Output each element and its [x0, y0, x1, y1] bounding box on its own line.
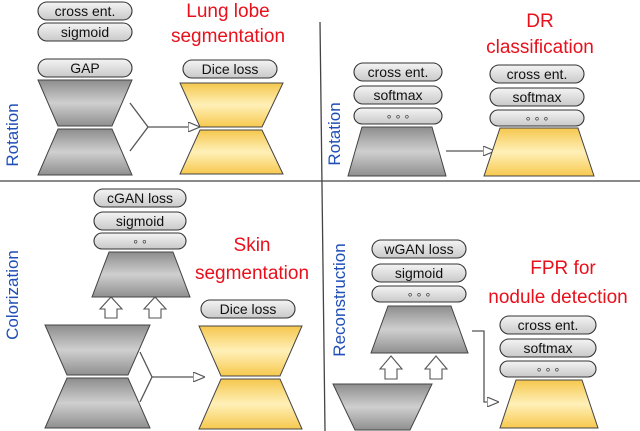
up-arrow-icon	[378, 355, 404, 380]
panel-top-left: Rotation cross ent. sigmoid GAP Lung lob…	[3, 1, 285, 176]
up-arrow-icon	[142, 296, 168, 319]
task-title-line: classification	[486, 37, 594, 58]
decoder-block	[179, 129, 284, 175]
head-layer-label: sigmoid	[116, 213, 164, 229]
head-layer-label: cross ent.	[55, 3, 116, 19]
head-layer-pill: GAP	[37, 58, 133, 78]
task-title-line: FPR for	[530, 258, 596, 279]
task-title-line: segmentation	[171, 26, 285, 47]
decoder-layer-label: softmax	[523, 340, 572, 356]
encoder-block	[37, 128, 133, 176]
decoder-block	[499, 379, 599, 429]
decoder-layer-pill: softmax	[489, 87, 585, 107]
pretext-label: Rotation	[325, 102, 344, 165]
decoder-layer-label: Dice loss	[202, 61, 259, 77]
decoder-layer-label: ◦ ◦ ◦	[537, 361, 560, 377]
connection-arrow	[129, 102, 149, 152]
head-layer-label: softmax	[373, 87, 422, 103]
head-layer-pill: sigmoid	[93, 211, 187, 231]
connection-arrow	[139, 351, 153, 403]
head-layer-pill: wGAN loss	[371, 239, 467, 259]
task-title-line: DR	[526, 11, 553, 32]
encoder-block	[37, 79, 133, 127]
decoder-block	[179, 82, 284, 128]
divider-vertical	[319, 21, 326, 431]
head-layer-pill: ◦ ◦	[93, 232, 187, 250]
decoder-layer-label: cross ent.	[518, 317, 579, 333]
task-title-line: Skin	[234, 235, 271, 256]
head-layer-pill: sigmoid	[371, 263, 467, 283]
encoder-block	[332, 383, 433, 431]
decoder-layer-label: softmax	[512, 89, 561, 105]
decoder-layer-label: cross ent.	[507, 66, 568, 82]
decoder-block	[198, 378, 303, 430]
pretext-label: Rotation	[3, 103, 22, 166]
decoder-layer-pill: ◦ ◦ ◦	[499, 360, 597, 378]
decoder-layer-pill: Dice loss	[200, 299, 296, 319]
head-layer-pill: ◦ ◦ ◦	[371, 285, 467, 303]
head-layer-pill: sigmoid	[37, 22, 133, 42]
pretext-label: Colorization	[3, 250, 22, 340]
task-title-line: Lung lobe	[186, 1, 269, 22]
panel-bottom-right: Reconstruction wGAN loss sigmoid ◦ ◦ ◦ F…	[330, 239, 628, 431]
head-layer-label: wGAN loss	[383, 241, 453, 257]
up-arrow-icon	[423, 355, 449, 380]
head-layer-label: sigmoid	[61, 24, 109, 40]
decoder-block	[198, 325, 303, 377]
encoder-block	[44, 377, 151, 429]
decoder-layer-label: ◦ ◦ ◦	[526, 110, 549, 126]
decoder-layer-pill: cross ent.	[489, 64, 585, 84]
task-title-line: nodule detection	[488, 287, 627, 308]
decoder-block	[483, 127, 595, 177]
task-title-line: segmentation	[195, 263, 309, 284]
head-layer-label: ◦ ◦	[133, 233, 147, 249]
head-layer-pill: cGAN loss	[93, 188, 187, 208]
encoder-block	[44, 324, 151, 376]
head-layer-pill: cross ent.	[353, 62, 443, 82]
up-arrow-icon	[98, 296, 124, 319]
decoder-layer-pill: ◦ ◦ ◦	[489, 109, 585, 127]
decoder-layer-pill: Dice loss	[182, 59, 278, 79]
pretext-label: Reconstruction	[330, 243, 349, 356]
panel-bottom-left: Colorization cGAN loss sigmoid ◦ ◦ Skin …	[3, 188, 309, 430]
encoder-block	[347, 126, 447, 177]
encoder-block	[91, 251, 191, 298]
head-layer-pill: cross ent.	[37, 1, 133, 21]
head-layer-label: sigmoid	[395, 265, 443, 281]
connection-arrow	[472, 330, 498, 402]
head-layer-label: ◦ ◦ ◦	[387, 108, 410, 124]
head-layer-label: GAP	[70, 60, 100, 76]
decoder-layer-pill: cross ent.	[499, 315, 597, 335]
decoder-layer-label: Dice loss	[220, 301, 277, 317]
head-layer-pill: ◦ ◦ ◦	[353, 107, 443, 125]
decoder-layer-pill: softmax	[499, 338, 597, 358]
encoder-block	[370, 305, 469, 354]
head-layer-label: cGAN loss	[107, 190, 173, 206]
panel-top-right: Rotation DR classification cross ent. so…	[325, 11, 595, 177]
head-layer-label: ◦ ◦ ◦	[408, 286, 431, 302]
head-layer-label: cross ent.	[368, 64, 429, 80]
head-layer-pill: softmax	[353, 85, 443, 105]
